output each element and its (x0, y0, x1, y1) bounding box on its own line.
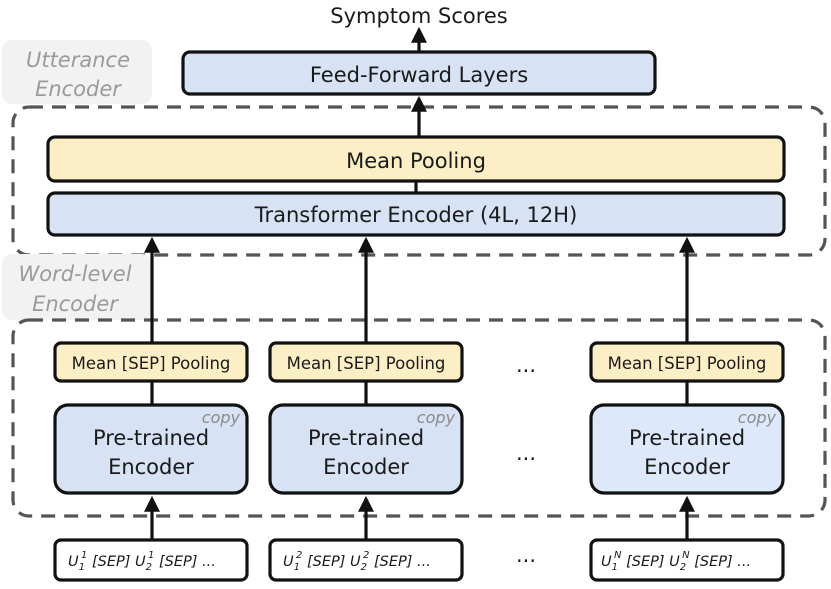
transformer-encoder-label: Transformer Encoder (4L, 12H) (254, 203, 578, 227)
input-box-1 (53, 538, 249, 582)
input-label-2: U12 [SEP] U22 [SEP] ... (283, 550, 431, 573)
sep-pooling-label-3: Mean [SEP] Pooling (608, 354, 767, 373)
input-label-3: U1N [SEP] U2N [SEP] ... (601, 550, 751, 573)
ellipsis-input: ... (516, 543, 536, 567)
utterance-encoder-label-line1: Utterance (26, 48, 130, 72)
sep-pooling-label-2: Mean [SEP] Pooling (287, 354, 446, 373)
pretrained-encoder-box-2 (268, 403, 464, 495)
mean-pooling-label: Mean Pooling (346, 149, 486, 173)
encoder-column-3: Mean [SEP] Pooling copy Pre-trained Enco… (589, 236, 785, 582)
encoder-column-1: Mean [SEP] Pooling copy Pre-trained Enco… (53, 236, 249, 582)
word-level-encoder-label-line2: Encoder (32, 292, 119, 316)
input-box-3 (589, 538, 785, 582)
sep-pooling-label-1: Mean [SEP] Pooling (72, 354, 231, 373)
word-level-encoder-label-bg (2, 254, 152, 320)
pretrained-encoder-label-2a: Pre-trained (308, 426, 424, 450)
copy-tag-1: copy (202, 408, 241, 427)
ellipsis-encoder: ... (516, 441, 536, 465)
input-label-1: U11 [SEP] U21 [SEP] ... (68, 550, 216, 573)
word-level-encoder-region (11, 318, 827, 518)
pretrained-encoder-label-3a: Pre-trained (629, 426, 745, 450)
utterance-encoder-label-line2: Encoder (35, 77, 122, 101)
utterance-encoder-region (11, 105, 827, 257)
word-level-encoder-label-line1: Word-level (18, 262, 131, 286)
pretrained-encoder-label-1a: Pre-trained (93, 426, 209, 450)
pretrained-encoder-label-3b: Encoder (644, 455, 730, 479)
pretrained-encoder-label-1b: Encoder (108, 455, 194, 479)
output-label: Symptom Scores (330, 4, 508, 28)
copy-tag-3: copy (738, 408, 777, 427)
ellipsis-pooling: ... (516, 353, 536, 377)
pretrained-encoder-box-3 (589, 403, 785, 495)
utterance-encoder-label-bg (2, 40, 152, 104)
transformer-encoder-box (46, 191, 786, 237)
encoder-column-2: Mean [SEP] Pooling copy Pre-trained Enco… (268, 236, 464, 582)
pretrained-encoder-label-2b: Encoder (323, 455, 409, 479)
copy-tag-2: copy (417, 408, 456, 427)
input-box-2 (268, 538, 464, 582)
pretrained-encoder-box-1 (53, 403, 249, 495)
feed-forward-label: Feed-Forward Layers (310, 63, 528, 87)
